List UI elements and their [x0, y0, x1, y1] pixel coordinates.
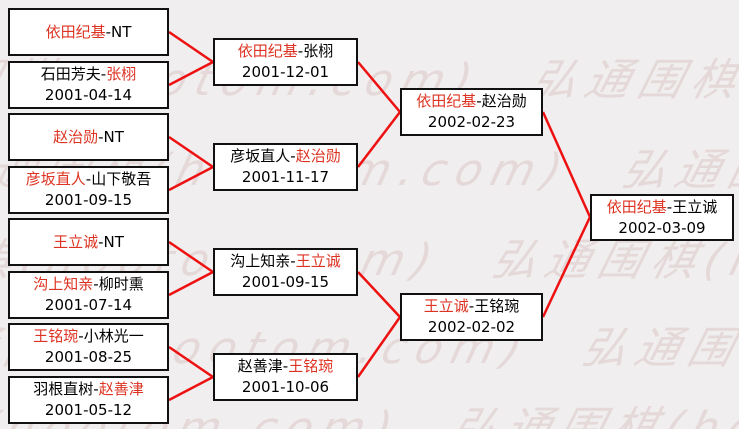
player-name: 彦坂直人- — [230, 147, 296, 165]
match-date: 2002-02-23 — [427, 113, 516, 131]
winner-name: 王立诚 — [53, 232, 99, 251]
player-name: -赵治勋 — [476, 92, 527, 110]
connector-line — [168, 165, 214, 192]
match-players: 沟上知亲-王立诚 — [230, 251, 340, 272]
match-players: 赵治勋-NT — [53, 127, 124, 148]
player-name: 石田芳夫- — [40, 65, 107, 83]
match-players: 王立诚-王铭琬 — [424, 296, 519, 317]
match-box-r2-2: 彦坂直人-赵治勋 2001-11-17 — [213, 143, 358, 191]
match-box-r3-2: 王立诚-王铭琬 2002-02-02 — [400, 293, 543, 341]
winner-name: 王铭琬 — [33, 327, 79, 345]
match-date: 2001-04-14 — [44, 86, 133, 104]
match-players: 依田纪基-NT — [46, 22, 132, 43]
match-date: 2001-09-15 — [44, 191, 133, 209]
connector-line — [168, 240, 214, 274]
match-box-r1-1: 依田纪基-NT — [8, 8, 169, 56]
match-players: 赵善津-王铭琬 — [238, 356, 333, 377]
winner-name: 赵治勋 — [295, 147, 341, 165]
winner-name: 王立诚 — [295, 252, 341, 270]
match-date: 2001-10-06 — [241, 378, 330, 396]
player-name: 沟上知亲- — [230, 252, 296, 270]
winner-name: 赵治勋 — [53, 127, 99, 146]
winner-name: 王铭琬 — [288, 357, 334, 375]
match-players: 依田纪基-赵治勋 — [416, 91, 526, 112]
player-name: -张栩 — [297, 42, 334, 60]
match-box-r1-5: 王立诚-NT — [8, 218, 169, 266]
match-box-r2-3: 沟上知亲-王立诚 2001-09-15 — [213, 248, 358, 296]
match-box-r1-4: 彦坂直人-山下敬吾 2001-09-15 — [8, 166, 169, 214]
connector-line — [168, 375, 214, 402]
connector-line — [541, 216, 592, 318]
winner-name: 依田纪基 — [45, 22, 106, 41]
connector-line — [168, 135, 214, 169]
match-date: 2001-07-14 — [44, 296, 133, 314]
connector-line — [357, 271, 401, 318]
connector-line — [168, 270, 214, 297]
player-name: -王铭琬 — [468, 297, 520, 315]
match-box-r1-8: 羽根直树-赵善津 2001-05-12 — [8, 376, 169, 424]
match-players: 依田纪基-张栩 — [238, 41, 333, 62]
player-name: -NT — [98, 127, 124, 146]
player-name: 赵善津- — [237, 357, 289, 375]
winner-name: 王立诚 — [423, 297, 469, 315]
connector-line — [168, 345, 214, 379]
match-date: 2001-08-25 — [44, 348, 133, 366]
player-name: -NT — [105, 22, 132, 41]
player-name: 羽根直树- — [33, 380, 99, 398]
connector-line — [541, 111, 592, 218]
player-name: -NT — [98, 232, 124, 251]
match-date: 2001-11-17 — [241, 168, 330, 186]
match-date: 2002-03-09 — [618, 218, 706, 237]
connector-line — [168, 30, 214, 64]
connector-line — [168, 60, 214, 87]
match-box-r2-4: 赵善津-王铭琬 2001-10-06 — [213, 353, 358, 401]
match-players: 彦坂直人-山下敬吾 — [26, 169, 151, 190]
match-box-r1-6: 沟上知亲-柳时熏 2001-07-14 — [8, 271, 169, 319]
winner-name: 依田纪基 — [606, 197, 667, 216]
match-date: 2001-05-12 — [44, 401, 133, 419]
match-players: 沟上知亲-柳时熏 — [33, 274, 143, 295]
player-name: -小林光一 — [78, 327, 144, 345]
match-box-r1-3: 赵治勋-NT — [8, 113, 169, 161]
match-players: 王铭琬-小林光一 — [33, 326, 143, 347]
connector-line — [357, 61, 401, 113]
player-name: -山下敬吾 — [85, 170, 152, 188]
winner-name: 张栩 — [106, 65, 137, 83]
match-box-r3-1: 依田纪基-赵治勋 2002-02-23 — [400, 88, 543, 136]
connector-line — [357, 111, 401, 168]
winner-name: 彦坂直人 — [25, 170, 86, 188]
match-box-r2-1: 依田纪基-张栩 2001-12-01 — [213, 38, 358, 86]
match-date: 2001-12-01 — [241, 63, 330, 81]
match-players: 依田纪基-王立诚 — [607, 197, 717, 218]
match-players: 彦坂直人-赵治勋 — [230, 146, 340, 167]
connector-line — [356, 316, 402, 378]
winner-name: 依田纪基 — [416, 92, 477, 110]
match-box-r1-7: 王铭琬-小林光一 2001-08-25 — [8, 323, 169, 371]
winner-name: 依田纪基 — [237, 42, 298, 60]
match-date: 2002-02-02 — [427, 318, 516, 336]
winner-name: 赵善津 — [98, 380, 144, 398]
match-date: 2001-09-15 — [241, 273, 330, 291]
player-name: -王立诚 — [666, 197, 718, 216]
match-box-r1-2: 石田芳夫-张栩 2001-04-14 — [8, 61, 169, 109]
match-box-final: 依田纪基-王立诚 2002-03-09 — [590, 194, 734, 241]
match-players: 石田芳夫-张栩 — [41, 64, 136, 85]
winner-name: 沟上知亲 — [33, 275, 94, 293]
player-name: -柳时熏 — [93, 275, 144, 293]
match-players: 羽根直树-赵善津 — [33, 379, 143, 400]
match-players: 王立诚-NT — [53, 232, 124, 253]
